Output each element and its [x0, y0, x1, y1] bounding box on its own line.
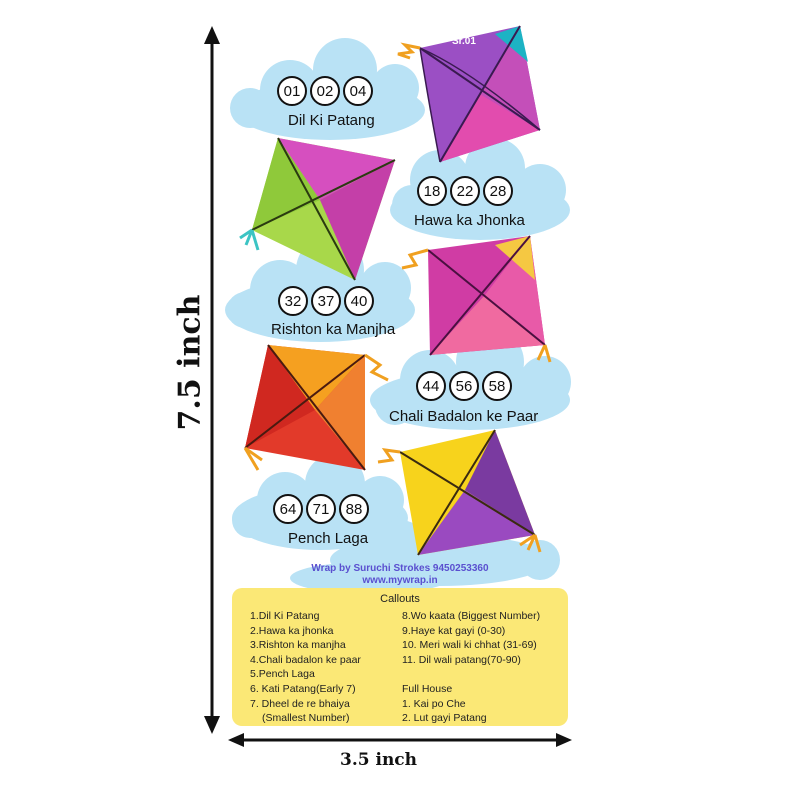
full-house-heading: Full House [402, 682, 453, 695]
ticket-number: 04 [343, 76, 373, 106]
ticket-number: 22 [450, 176, 480, 206]
kite-pink [401, 235, 552, 363]
kite-green-pink [239, 137, 396, 281]
callout-item: 6. Kati Patang(Early 7) [250, 682, 356, 695]
number-group-1: 01 02 04 [277, 76, 373, 106]
spacer [402, 667, 540, 682]
kite-yellow-purple [377, 429, 542, 556]
callout-item: 10. Meri wali ki chhat (31-69) [402, 639, 537, 652]
callout-item: 2.Hawa ka jhonka [250, 624, 334, 637]
ticket-number: 44 [416, 371, 446, 401]
ticket-number: 01 [277, 76, 307, 106]
number-group-4: 44 56 58 [416, 371, 512, 401]
height-dimension-arrow [204, 26, 220, 734]
callout-item-note: (Smallest Number) [262, 712, 350, 725]
callout-name-2: Hawa ka Jhonka [414, 212, 525, 229]
callout-item: 1. Kai po Che [402, 697, 466, 710]
callouts-panel: Callouts 1.Dil Ki Patang 2.Hawa ka jhonk… [232, 588, 568, 726]
ticket-number: 37 [311, 286, 341, 316]
callouts-left-column: 1.Dil Ki Patang 2.Hawa ka jhonka 3.Risht… [250, 609, 361, 726]
callout-name-1: Dil Ki Patang [288, 112, 375, 129]
kite-purple-pink [397, 25, 541, 163]
number-group-2: 18 22 28 [417, 176, 513, 206]
ticket-number: 18 [417, 176, 447, 206]
cloud-7 [290, 562, 450, 594]
callout-item: 11. Dil wali patang(70-90) [402, 653, 521, 666]
callout-item: 3.Rishton ka manjha [250, 639, 346, 652]
callout-item: 7. Dheel de re bhaiya [250, 697, 350, 710]
ticket-number: 56 [449, 371, 479, 401]
ticket-number: 88 [339, 494, 369, 524]
cloud-6 [330, 517, 560, 586]
callout-item: 5.Pench Laga [250, 668, 315, 681]
callout-item: 1.Dil Ki Patang [250, 610, 320, 622]
width-dimension-arrow [228, 733, 572, 747]
ticket-number: 02 [310, 76, 340, 106]
kite-red-orange [243, 344, 389, 471]
serial-number: Sr.01 [452, 36, 476, 47]
callout-item: 9.Haye kat gayi (0-30) [402, 624, 506, 637]
height-label: 7.5 inch [172, 294, 208, 430]
callout-name-3: Rishton ka Manjha [271, 321, 396, 338]
callouts-right-column: 8.Wo kaata (Biggest Number) 9.Haye kat g… [402, 609, 540, 726]
ticket-number: 40 [344, 286, 374, 316]
callouts-title: Callouts [380, 593, 420, 605]
callout-item: 8.Wo kaata (Biggest Number) [402, 610, 541, 622]
callout-item: 2. Lut gayi Patang [402, 712, 487, 725]
ticket-number: 28 [483, 176, 513, 206]
number-group-5: 64 71 88 [273, 494, 369, 524]
callout-name-5: Pench Laga [288, 530, 369, 547]
callout-name-4: Chali Badalon ke Paar [389, 408, 539, 425]
website-line: www.mywrap.in [362, 575, 438, 586]
ticket-number: 32 [278, 286, 308, 316]
ticket-number: 64 [273, 494, 303, 524]
width-label: 3.5 inch [340, 750, 418, 770]
number-group-3: 32 37 40 [278, 286, 374, 316]
callout-item: 4.Chali badalon ke paar [250, 653, 361, 666]
credit-line: Wrap by Suruchi Strokes 9450253360 [311, 563, 489, 574]
ticket-number: 58 [482, 371, 512, 401]
ticket-number: 71 [306, 494, 336, 524]
